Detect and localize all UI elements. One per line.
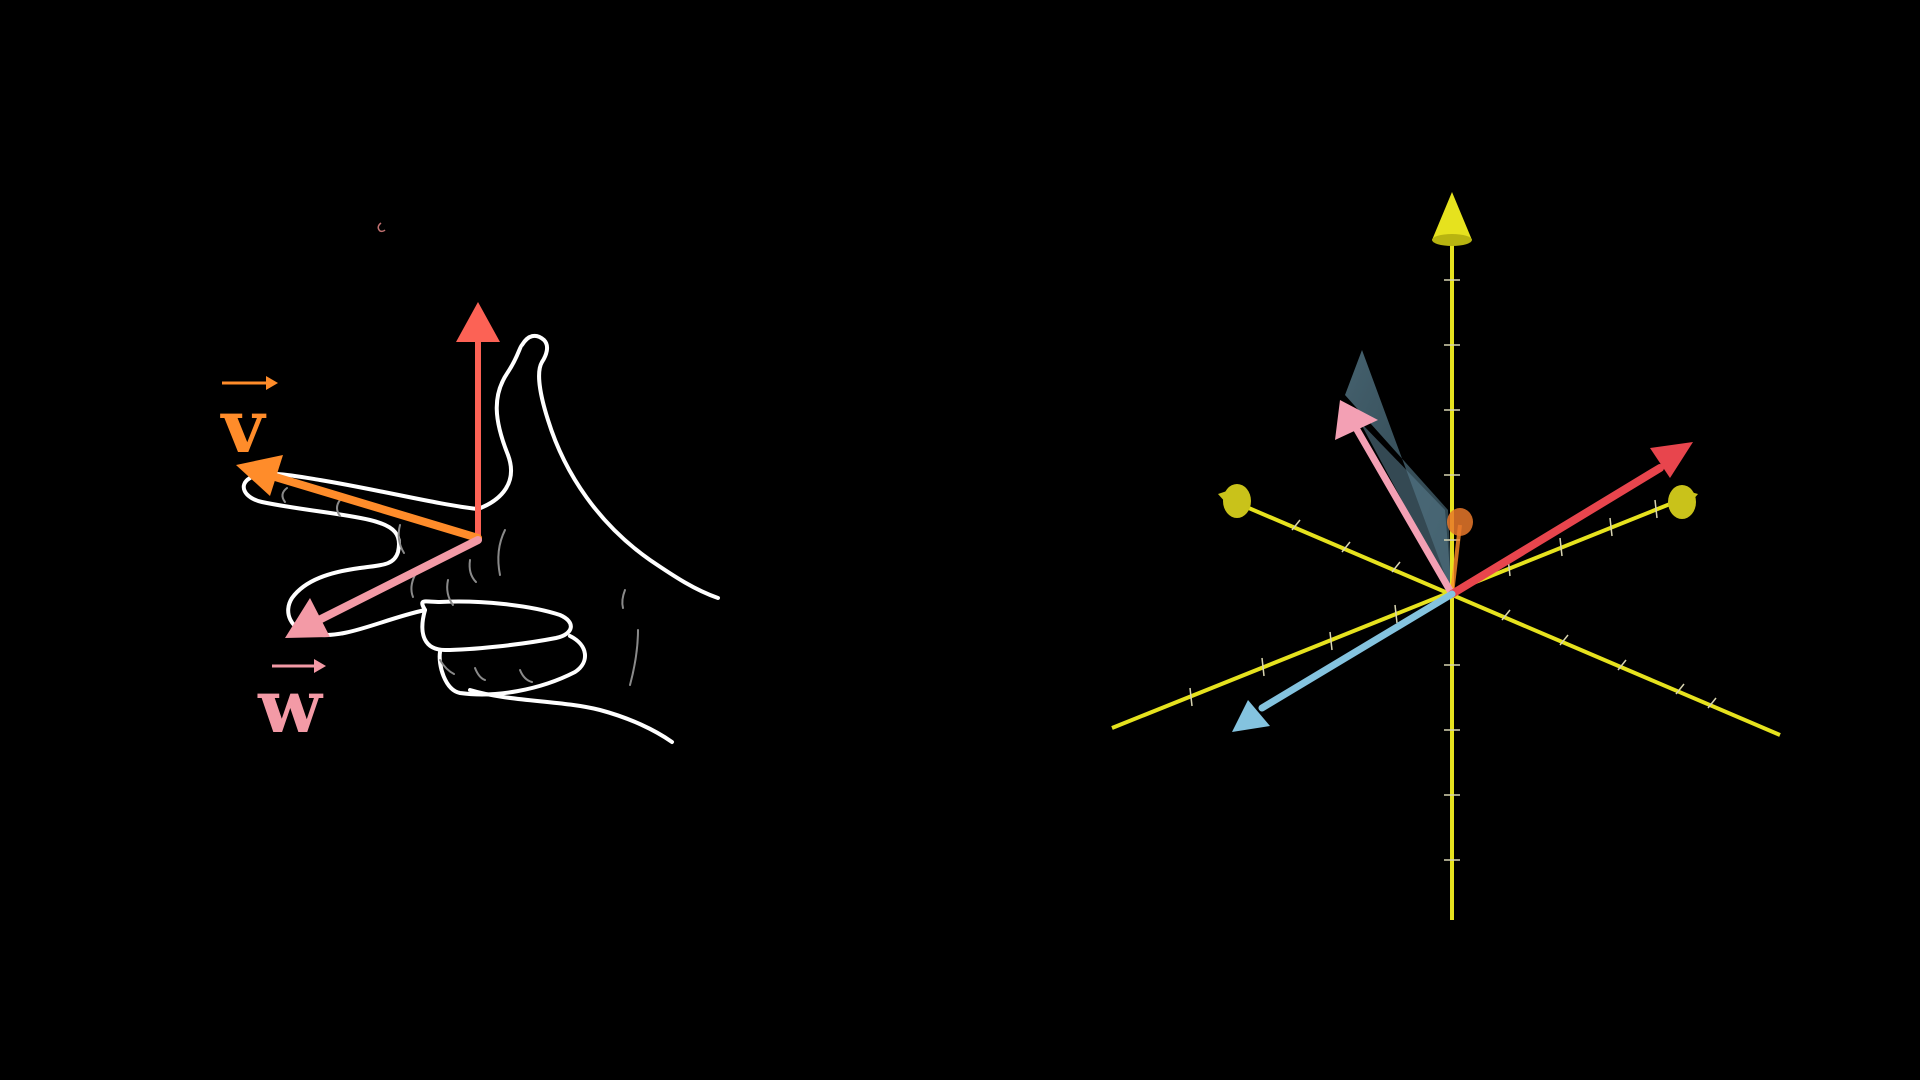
blue-3d-vector [1232,590,1456,732]
red-3d-vector [1448,442,1693,598]
hand-contour-pinky [437,634,587,697]
w-label-group: w [257,659,326,750]
v-label: v [220,384,267,470]
hand-contour-thumb [476,333,720,600]
hand-contour-index-finger [241,471,480,570]
v-vector-arrow [236,455,482,542]
w-label: w [257,664,324,750]
w-vector-arrow [285,536,482,638]
hand-contour-wrist [468,688,674,744]
hand-contour-ring-finger [420,599,573,652]
v-label-group: v [220,376,278,470]
stray-mark [377,222,386,233]
axis-ticks [1189,279,1717,861]
hand-illustration: v w [220,222,720,750]
cross-product-arrow [456,302,500,540]
parallelogram-plane [1345,350,1452,594]
pink-3d-vector [1335,400,1456,598]
axis-upper-left-to-lower-right [1218,484,1781,737]
hand-creases [281,487,639,686]
orange-vector-marker [1447,508,1473,595]
3d-axes-illustration [1111,192,1781,920]
